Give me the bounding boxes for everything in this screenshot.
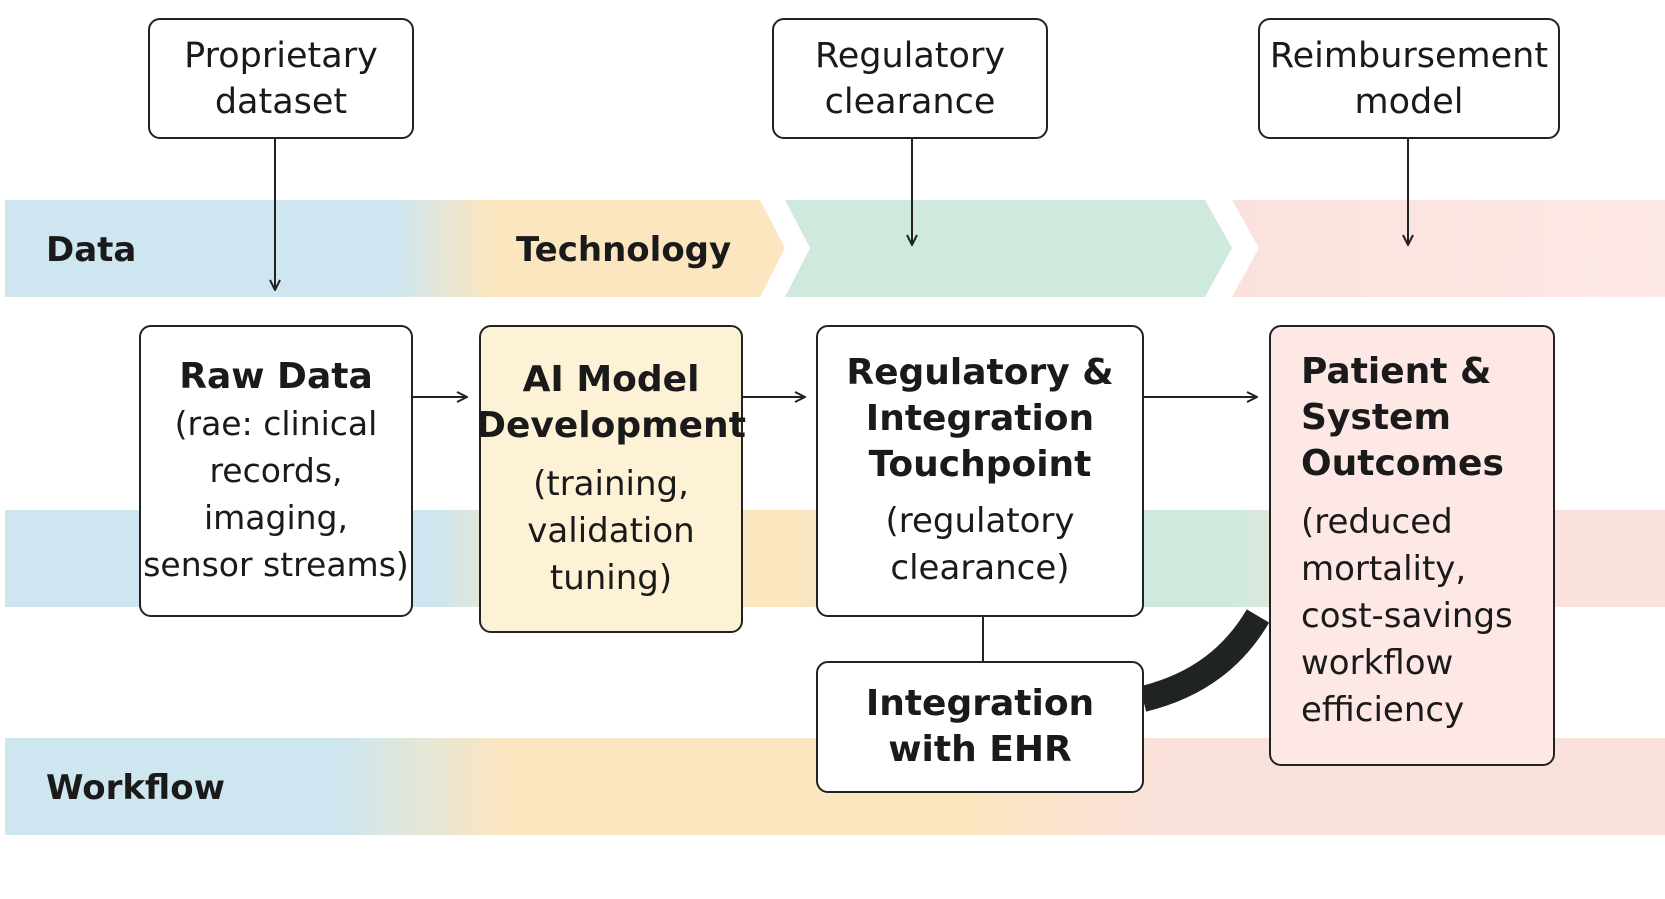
ai-model-title: AI Model Development (476, 358, 746, 446)
band-label-technology: Technology (516, 230, 732, 270)
proprietary-dataset-box: Proprietary dataset (148, 18, 414, 139)
regulatory-integration-detail: (regulatory clearance) (885, 501, 1075, 588)
proprietary-dataset-label: Proprietary dataset (184, 35, 378, 122)
outcomes-detail: (reduced mortality, cost-savings workflo… (1301, 502, 1513, 730)
band-reimbursement (1232, 200, 1665, 297)
raw-data-box: Raw Data (rae: clinical records, imaging… (139, 325, 413, 617)
outcomes-box: Patient & System Outcomes (reduced morta… (1269, 325, 1555, 766)
raw-data-title: Raw Data (179, 356, 373, 397)
regulatory-clearance-label: Regulatory clearance (814, 35, 1006, 122)
regulatory-integration-box: Regulatory & Integration Touchpoint (reg… (816, 325, 1144, 617)
outcomes-title: Patient & System Outcomes (1301, 351, 1504, 484)
regulatory-clearance-box: Regulatory clearance (772, 18, 1048, 139)
raw-data-detail: (rae: clinical records, imaging, sensor … (143, 404, 409, 584)
ai-model-box: AI Model Development (training, validati… (476, 325, 746, 633)
ai-model-detail: (training, validation tuning) (527, 463, 695, 598)
connector-ehr-outcomes (1139, 609, 1270, 712)
ehr-integration-title: Integration with EHR (865, 683, 1095, 770)
band-label-data: Data (46, 230, 137, 270)
regulatory-integration-title: Regulatory & Integration Touchpoint (846, 352, 1114, 485)
ehr-integration-box: Integration with EHR (816, 661, 1144, 793)
band-data-technology (5, 200, 785, 297)
reimbursement-model-box: Reimbursement model (1258, 18, 1560, 139)
band-regulatory (785, 200, 1232, 297)
band-label-workflow: Workflow (46, 768, 225, 808)
reimbursement-model-label: Reimbursement model (1269, 35, 1549, 122)
